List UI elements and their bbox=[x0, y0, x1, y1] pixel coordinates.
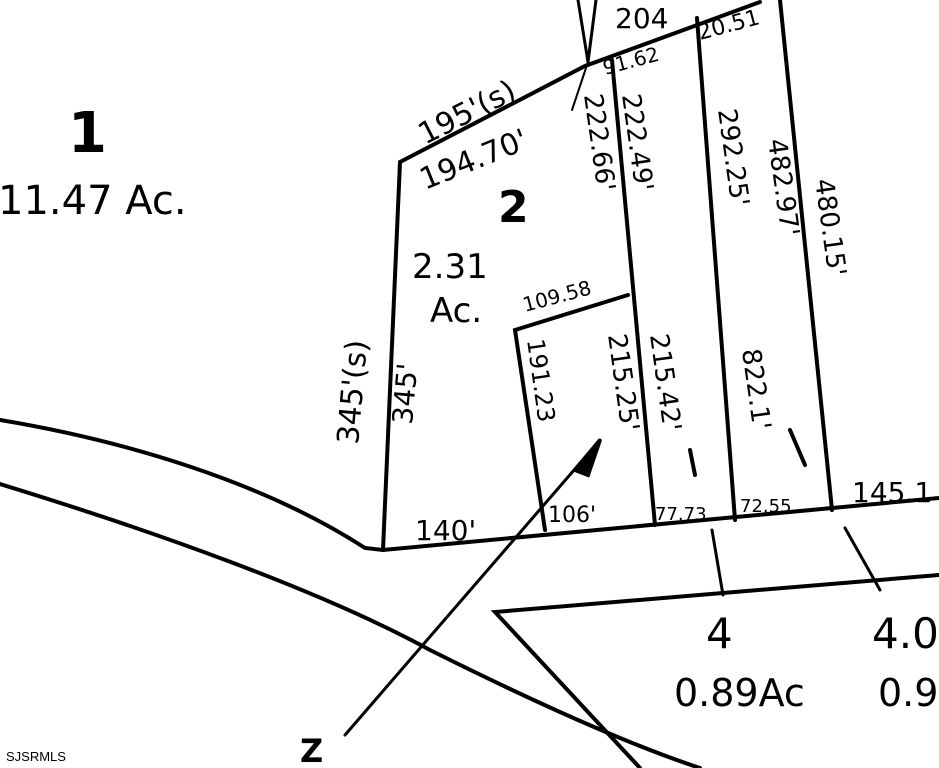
dim-822: 822.1' bbox=[735, 347, 776, 432]
dim-91: 91.62 bbox=[600, 42, 662, 80]
top-v-line bbox=[576, 0, 598, 63]
road-upper-edge bbox=[0, 418, 939, 553]
dim-480: 480.15' bbox=[808, 177, 851, 278]
dim-482: 482.97' bbox=[761, 137, 804, 238]
lot-4-area: 0.89Ac bbox=[674, 671, 805, 715]
lot-4-divider bbox=[710, 528, 725, 597]
dim-106: 106' bbox=[548, 503, 596, 528]
north-arrow-line bbox=[343, 438, 602, 737]
dim-77: 77.73 bbox=[655, 504, 707, 525]
lot-2-area-value: 2.31 bbox=[412, 247, 488, 287]
dim-145: 145.1 bbox=[852, 476, 932, 509]
lot-4-number: 4 bbox=[706, 609, 733, 658]
boundary-line bbox=[610, 58, 657, 527]
lot-2-top-boundary bbox=[398, 0, 762, 164]
dim-345: 345' bbox=[386, 362, 424, 426]
dim-215b: 215.42' bbox=[643, 332, 686, 433]
boundary-line bbox=[695, 16, 737, 522]
north-arrow-label: Z bbox=[300, 732, 323, 768]
lot-4-0-area: 0.9 bbox=[878, 671, 938, 715]
lot-2-number: 2 bbox=[498, 182, 529, 233]
dim-345s: 345'(s) bbox=[331, 338, 375, 445]
lot-2-area-unit: Ac. bbox=[430, 291, 482, 331]
tick-mark bbox=[688, 428, 807, 477]
boundary-line bbox=[778, 0, 834, 512]
north-arrow-head bbox=[571, 438, 602, 478]
dim-140: 140' bbox=[415, 514, 476, 547]
lot-1-area: 11.47 Ac. bbox=[0, 178, 187, 224]
lot-2-left-boundary bbox=[381, 160, 402, 552]
dim-292: 292.25' bbox=[711, 107, 754, 208]
lot-4-0-number: 4.0 bbox=[872, 609, 939, 658]
lot-1-number: 1 bbox=[68, 101, 107, 166]
dim-72-55: 72.55 bbox=[740, 496, 792, 517]
lot-4-divider bbox=[843, 526, 882, 592]
small-lot-boundary bbox=[512, 293, 630, 532]
watermark: SJSRMLS bbox=[6, 749, 66, 764]
lot-4-boundary bbox=[490, 573, 939, 768]
dim-204: 204 bbox=[615, 2, 668, 35]
road-lower-edge bbox=[0, 482, 702, 768]
leader-line bbox=[571, 61, 589, 111]
dim-222b: 222.66' bbox=[577, 92, 620, 193]
